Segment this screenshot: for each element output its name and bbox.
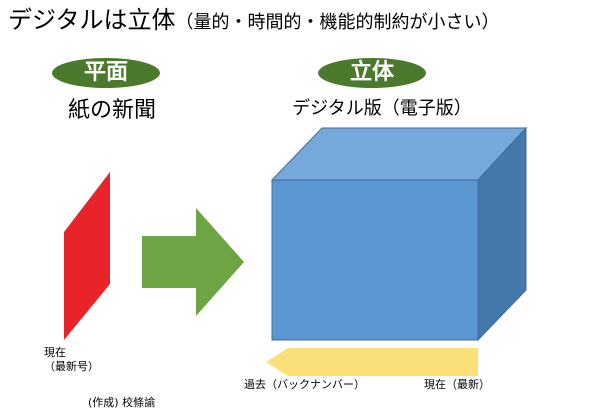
solid-badge: 立体 — [318, 58, 426, 88]
author-credit: (作成) 校條諭 — [88, 396, 156, 409]
timeline-arrow — [266, 348, 478, 376]
current-issue-line2: （最新号） — [44, 360, 99, 373]
transform-arrow — [142, 208, 244, 316]
title-main: デジタルは立体 — [8, 6, 176, 34]
current-issue-label: 現在 （最新号） — [44, 346, 99, 374]
current-issue-line1: 現在 — [44, 346, 66, 359]
back-numbers-label: 過去（バックナンバー） — [244, 378, 365, 391]
flat-badge: 平面 — [52, 58, 160, 88]
cube-front-face — [271, 179, 479, 341]
title-sub: （量的・時間的・機能的制約が小さい） — [175, 12, 500, 33]
digital-edition-heading: デジタル版（電子版） — [292, 98, 472, 119]
page-title: デジタルは立体（量的・時間的・機能的制約が小さい） — [8, 8, 500, 32]
latest-label: 現在（最新） — [424, 378, 490, 391]
paper-newspaper-heading: 紙の新聞 — [67, 98, 156, 123]
paper-sheet — [64, 172, 110, 340]
